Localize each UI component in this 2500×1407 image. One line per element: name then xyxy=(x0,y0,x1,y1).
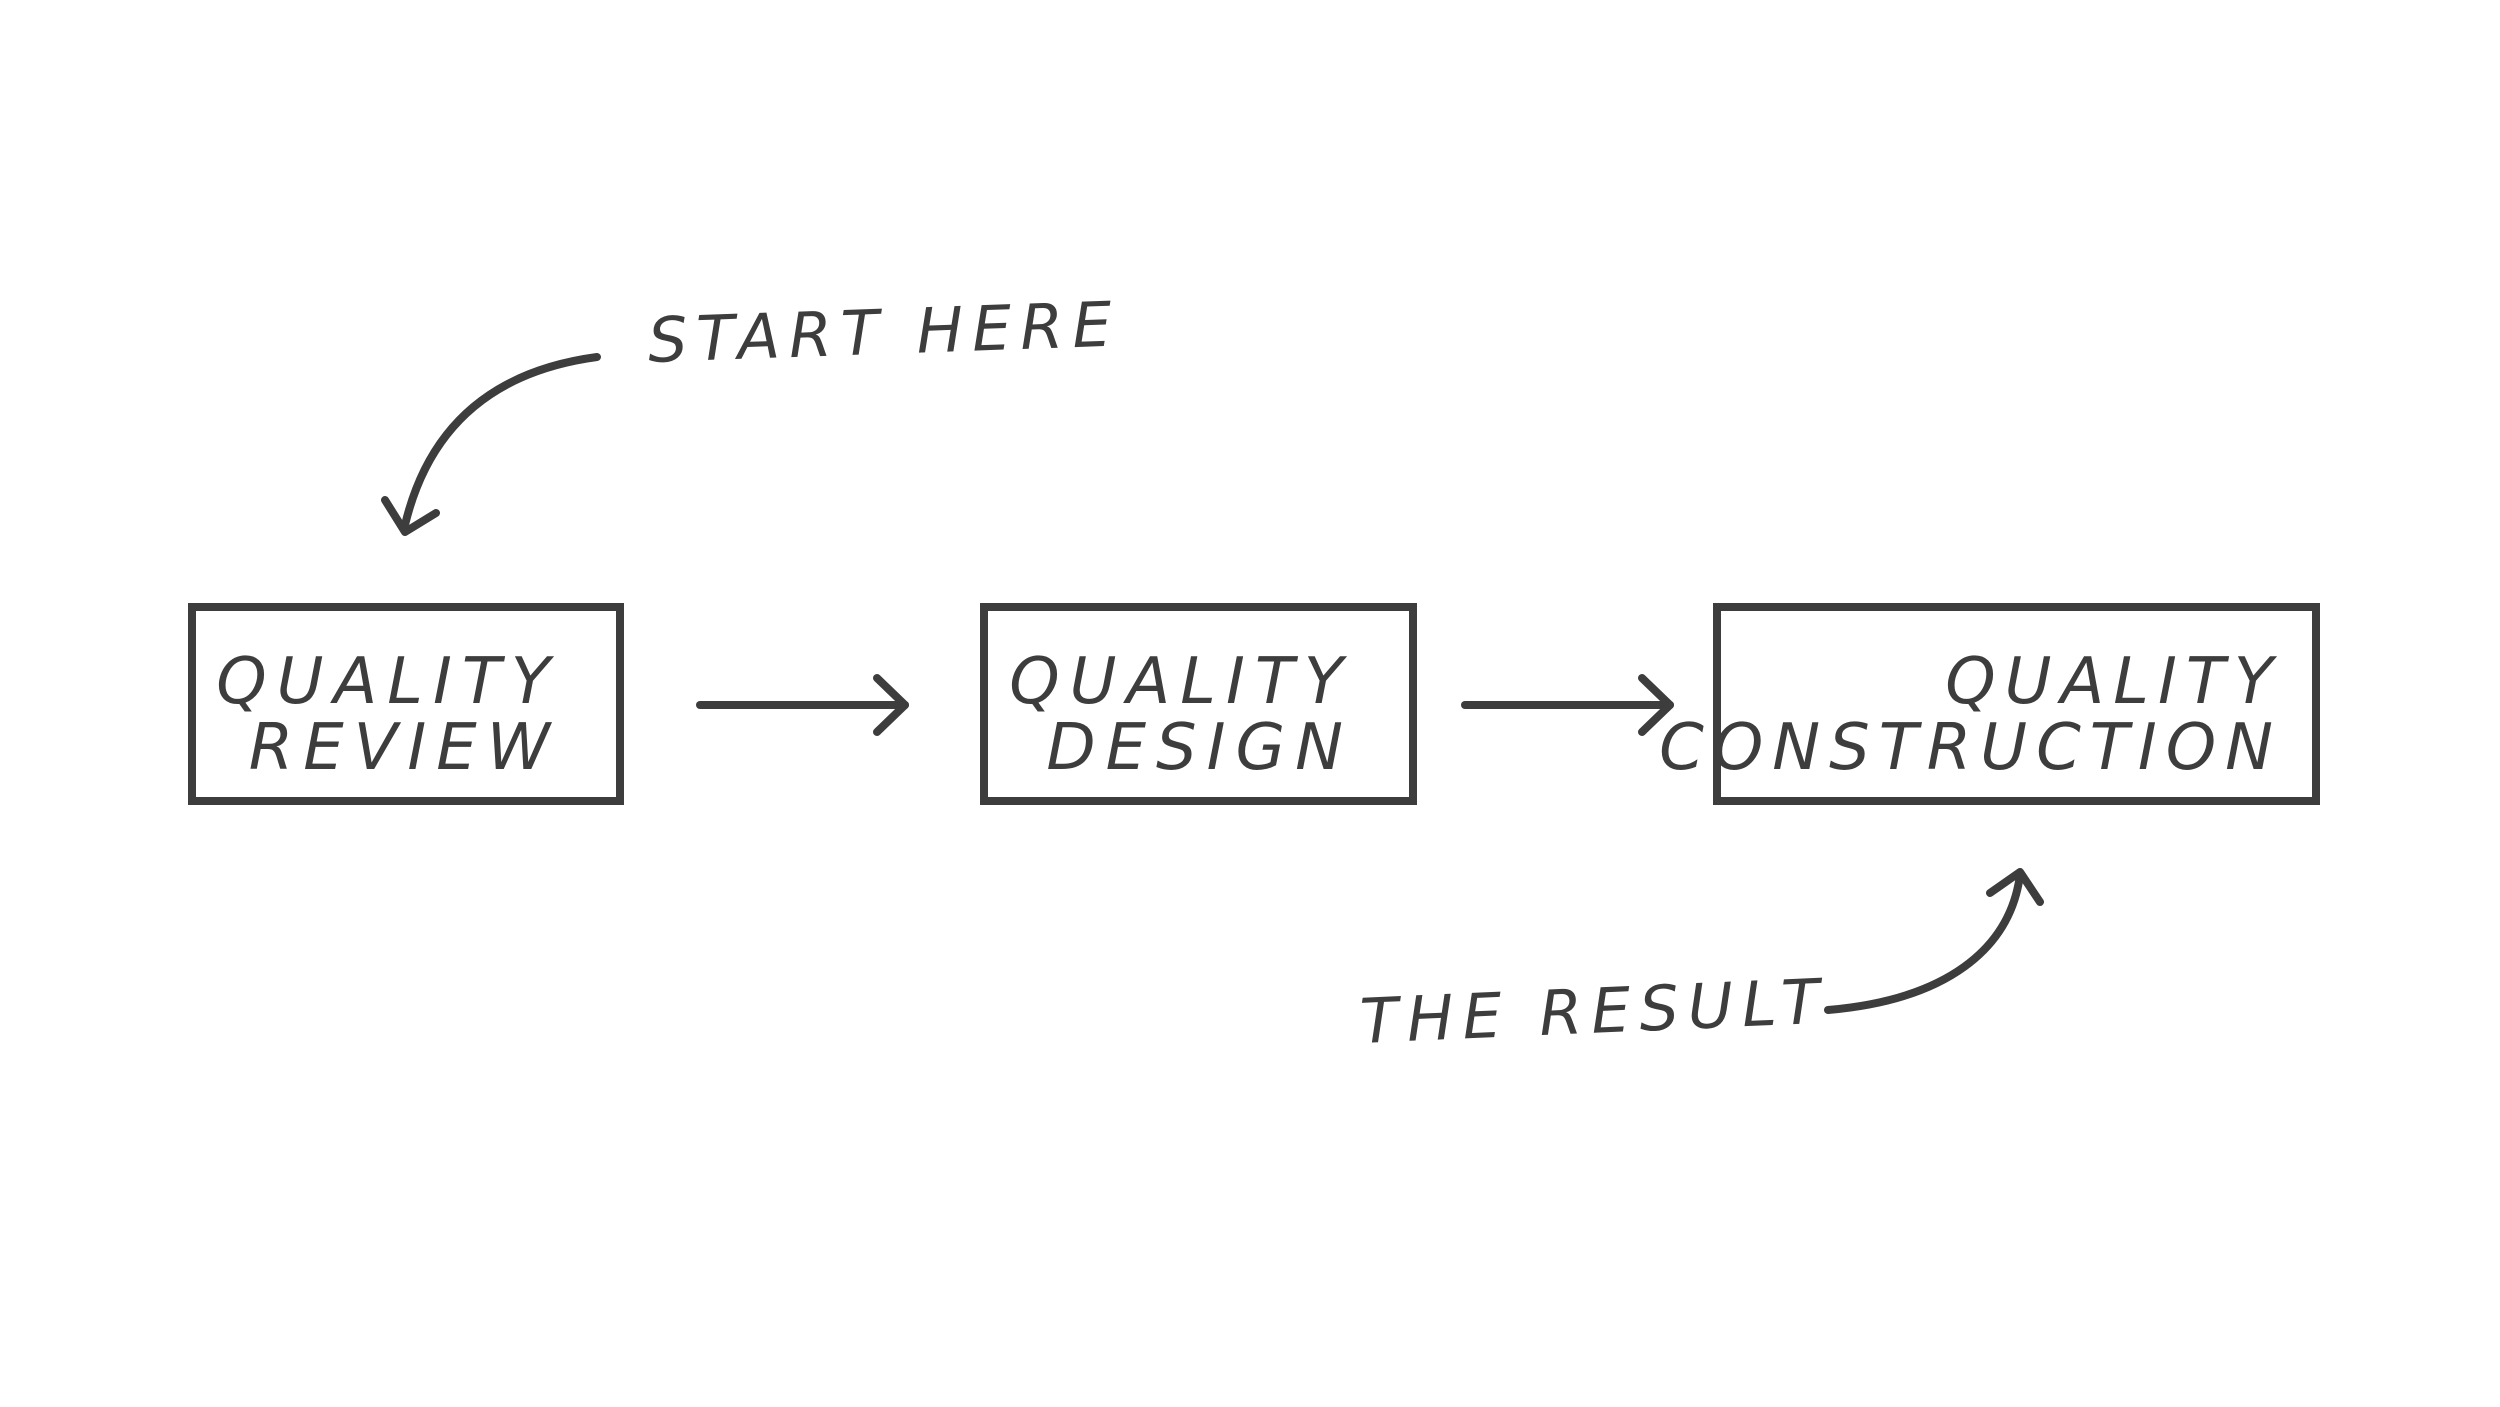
result-arrow xyxy=(1824,868,2044,1014)
arrow-review-to-design xyxy=(696,674,909,736)
node-label: QUALITY REVIEW xyxy=(216,649,560,781)
node-quality-construction: QUALITY CONSTRUCTION xyxy=(1659,603,2320,805)
node-label: QUALITY DESIGN xyxy=(1009,649,1353,781)
node-label-line1: QUALITY xyxy=(1945,645,2282,719)
node-label-line2: DESIGN xyxy=(1046,711,1353,785)
node-label: QUALITY CONSTRUCTION xyxy=(1659,649,2282,781)
node-label-line1: QUALITY xyxy=(216,645,560,719)
arrow-design-to-construction xyxy=(1461,674,1674,736)
node-label-line2: REVIEW xyxy=(248,711,560,785)
node-quality-review: QUALITY REVIEW xyxy=(188,603,624,805)
node-label-line1: QUALITY xyxy=(1009,645,1353,719)
node-label-line2: CONSTRUCTION xyxy=(1659,711,2282,785)
start-here-arrow xyxy=(381,353,601,536)
node-quality-design: QUALITY DESIGN xyxy=(980,603,1417,805)
